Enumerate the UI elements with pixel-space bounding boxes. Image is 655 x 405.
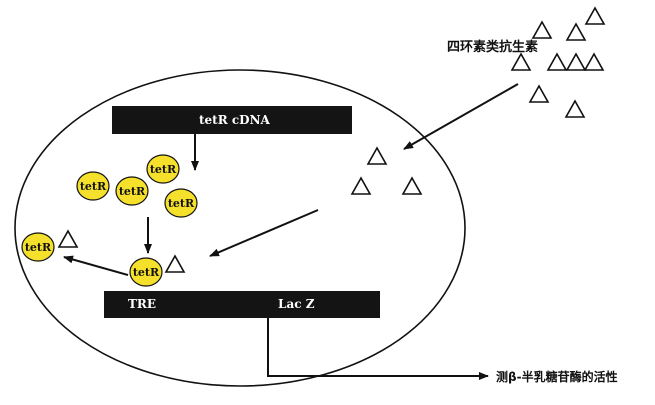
tetr-label: tetR: [80, 180, 107, 193]
tetr-protein: tetR: [76, 171, 110, 201]
tetracycline-molecules: [57, 6, 606, 273]
tetracycline-label: 四环素类抗生素: [447, 40, 539, 55]
tetr-label: tetR: [119, 185, 146, 198]
tetr-label: tetR: [25, 241, 52, 254]
tetr-proteins: tetR tetR tetR tetR tetR tetR: [21, 154, 198, 287]
tetr-cdna-bar: [112, 106, 352, 134]
tetr-protein-bound: tetR: [129, 257, 163, 287]
arrow-to-assay: [267, 318, 489, 380]
triangle-icon: [584, 6, 606, 25]
cell-membrane: [14, 69, 466, 387]
triangle-icon: [565, 22, 587, 41]
triangle-icon: [564, 99, 586, 118]
triangle-icon: [401, 176, 423, 195]
triangle-icon: [583, 52, 605, 71]
triangle-icon: [366, 146, 388, 165]
tetr-cdna-label: tetR cDNA: [199, 113, 270, 127]
triangle-icon: [528, 84, 550, 103]
tetr-label: tetR: [168, 197, 195, 210]
tetr-protein-released: tetR: [21, 232, 55, 262]
triangle-icon: [565, 52, 587, 71]
arrow-drug-binds: [209, 209, 319, 257]
triangle-icon: [57, 229, 79, 248]
tetr-protein: tetR: [146, 154, 180, 184]
triangle-icon: [510, 52, 532, 71]
triangle-icon: [350, 176, 372, 195]
triangle-icon: [531, 20, 553, 39]
tre-lacz-bar: [104, 291, 380, 318]
tetr-label: tetR: [133, 266, 160, 279]
arrow-release: [63, 255, 129, 276]
triangle-icon: [164, 254, 186, 273]
tre-label: TRE: [128, 297, 157, 311]
tetr-label: tetR: [150, 163, 177, 176]
tetr-protein: tetR: [164, 188, 198, 218]
assay-label: 测β-半乳糖苷酶的活性: [496, 370, 618, 384]
tetr-protein: tetR: [115, 176, 149, 206]
arrow-drug-enters: [403, 83, 519, 150]
triangle-icon: [546, 52, 568, 71]
lacz-label: Lac Z: [278, 297, 315, 311]
